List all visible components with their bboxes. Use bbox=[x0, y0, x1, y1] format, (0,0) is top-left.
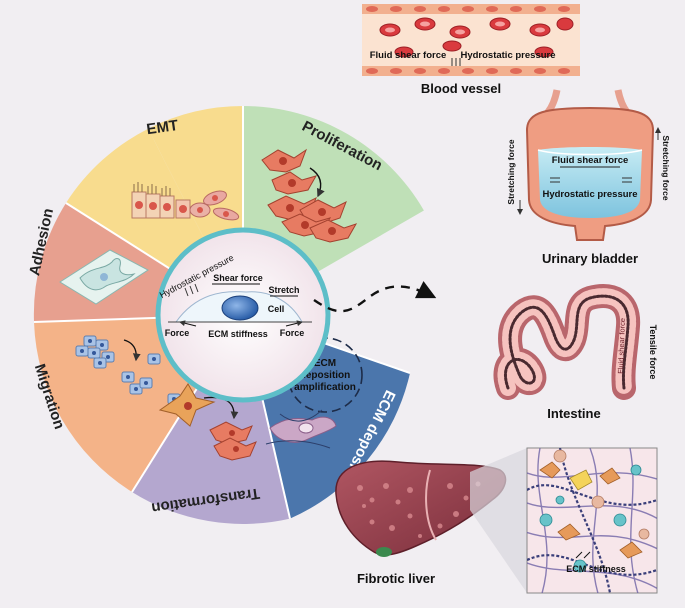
center-stretch: Stretch bbox=[268, 285, 299, 295]
ecm-cycle-line2: deposition bbox=[300, 370, 351, 381]
liver-zoom-cone bbox=[470, 448, 527, 593]
transformation-cells-illustration bbox=[158, 383, 257, 461]
center-cell: Cell bbox=[268, 304, 285, 314]
blood-vessel-fluid-shear-force: Fluid shear force bbox=[370, 50, 447, 61]
center-shear-force: Shear force bbox=[213, 273, 263, 283]
label-emt: EMT bbox=[146, 117, 180, 138]
liver-tissue-zoom-panel: ECM stiffness bbox=[526, 447, 658, 594]
ecm-fibroblast-illustration bbox=[265, 409, 337, 449]
urinary-bladder-illustration: Fluid shear force Hydrostatic pressure S… bbox=[506, 89, 671, 266]
proliferation-cells-illustration bbox=[261, 148, 358, 243]
intestine-title: Intestine bbox=[547, 406, 600, 421]
blood-vessel-illustration: Fluid shear force Hydrostatic pressure B… bbox=[362, 4, 580, 96]
emt-cells-illustration bbox=[131, 182, 240, 221]
fibrotic-liver-illustration: Fibrotic liver bbox=[335, 460, 507, 586]
migration-cells-illustration bbox=[75, 335, 181, 405]
dashed-arrow bbox=[313, 280, 437, 313]
center-mechanics-circle: Hydrostatic pressure Shear force Stretch… bbox=[155, 227, 331, 403]
bladder-stretching-force-left: Stretching force bbox=[506, 139, 516, 204]
center-force-right: Force bbox=[280, 328, 305, 338]
center-ecm-stiffness: ECM stiffness bbox=[208, 329, 268, 339]
adhesion-cell-illustration bbox=[59, 249, 149, 305]
bladder-hydrostatic-pressure: Hydrostatic pressure bbox=[542, 189, 637, 200]
intestine-tensile-force: Tensile force bbox=[648, 325, 658, 380]
blood-vessel-hydrostatic-pressure: Hydrostatic pressure bbox=[460, 50, 555, 61]
bladder-fluid-shear-force: Fluid shear force bbox=[552, 155, 629, 166]
bladder-title: Urinary bladder bbox=[542, 251, 638, 266]
liver-ecm-stiffness: ECM stiffness bbox=[566, 564, 626, 574]
blood-vessel-title: Blood vessel bbox=[421, 81, 501, 96]
bladder-stretching-force-right: Stretching force bbox=[661, 135, 671, 200]
liver-title: Fibrotic liver bbox=[357, 571, 435, 586]
intestine-illustration: Fluid shear force Tensile force Intestin… bbox=[493, 284, 658, 421]
ecm-cycle-line3: amplification bbox=[294, 382, 356, 393]
intestine-fluid-shear-force: Fluid shear force bbox=[616, 318, 627, 374]
center-force-left: Force bbox=[165, 328, 190, 338]
ecm-cycle-line1: ECM bbox=[314, 358, 336, 369]
